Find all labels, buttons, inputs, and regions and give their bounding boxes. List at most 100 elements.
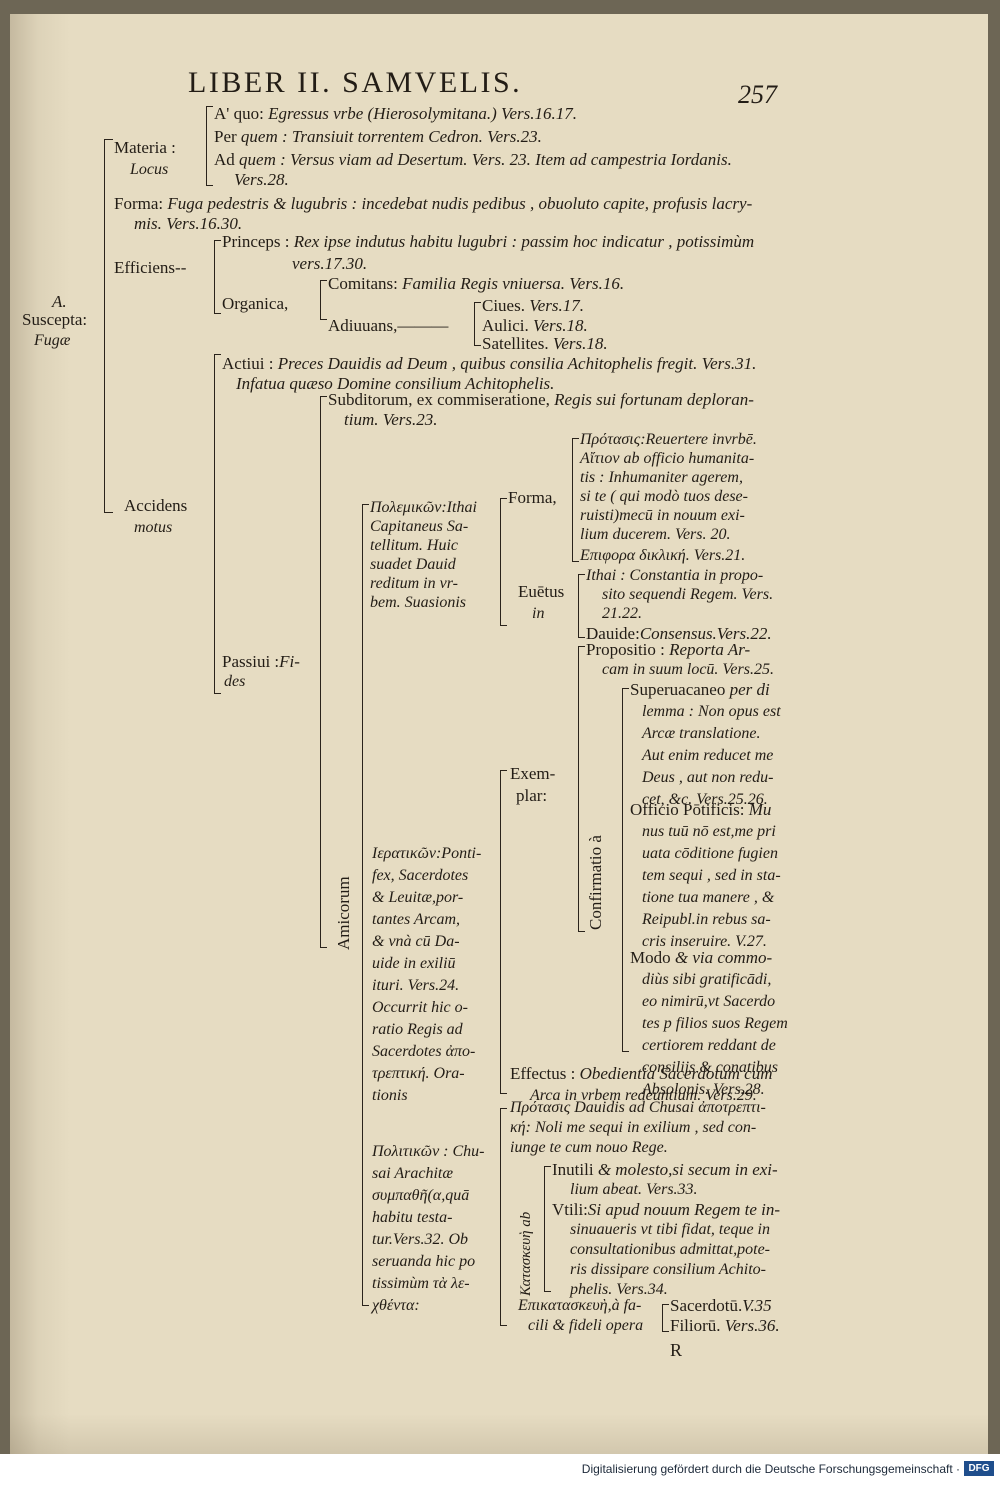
vtili-line: ris dissipare consilium Achito- [570, 1261, 766, 1278]
section-letter: A. [52, 292, 67, 311]
epikataskeue-brace [662, 1304, 669, 1332]
hieratikon-line: τρεπτική. Ora- [372, 1065, 465, 1082]
subditorum-line: Subditorum, ex commiseratione, Regis sui… [328, 390, 754, 409]
protasis2-line: iunge te cum nouo Rege. [510, 1139, 668, 1156]
propositio-line-2: cam in suum locū. Vers.25. [602, 661, 774, 678]
aulici-line: Aulici. Vers.18. [482, 316, 588, 335]
polemikon-line: suadet Dauid [370, 556, 456, 573]
politikon-line: seruanda hic po [372, 1253, 476, 1270]
protasis2-line: κή: Noli me sequi in exilium , sed con- [510, 1119, 757, 1136]
accidens-label: Accidens [124, 496, 188, 515]
modo-line: consilijs & conatibus [642, 1059, 778, 1076]
euetus-label: Euētus [518, 582, 565, 601]
effectus-line: Effectus : Obedientia Sacerdotum cum [510, 1064, 773, 1083]
vtili-line: sinuaueris vt tibi fidat, teque in [570, 1221, 770, 1238]
politikon-brace [500, 1108, 507, 1326]
politikon-line: συμπαθῆ(α,quā [372, 1187, 470, 1204]
protasis-line: tis : Inhumaniter agerem, [580, 469, 743, 486]
officio-line: tem sequi , sed in sta- [642, 867, 781, 884]
protasis-line: ruisti)mecū in nouum exi- [580, 507, 745, 524]
hieratikon-line: tantes Arcam, [372, 911, 460, 928]
ciues-line: Ciues. Vers.17. [482, 296, 585, 315]
superuacaneo-line: lemma : Non opus est [642, 703, 781, 720]
protasis-line: Αἴτιον ab officio humanita- [580, 450, 755, 467]
fugae-label: Fugæ [34, 332, 71, 349]
officio-line: Reipubl.in rebus sa- [642, 911, 771, 928]
page-number: 257 [738, 80, 777, 109]
politikon-line: Πολιτικῶν : Chu- [372, 1143, 485, 1160]
confirmatio-label: Confirmatio à [586, 835, 605, 930]
footer-credit: Digitalisierung gefördert durch die Deut… [581, 1462, 960, 1476]
materia-label: Materia : [114, 138, 176, 157]
organica-label: Organica, [222, 294, 289, 313]
polemikon-line: bem. Suasionis [370, 594, 466, 611]
kataskeue-label: Κατασκευὴ ab [518, 1211, 534, 1296]
hieratikon-line: ratio Regis ad [372, 1021, 463, 1038]
hieratikon-line: Sacerdotes ἀπο- [372, 1043, 476, 1060]
suscepta-label: Suscepta: [22, 310, 88, 329]
inutili-line-2: lium abeat. Vers.33. [570, 1181, 698, 1198]
protasis-line: si te ( qui modò tuos dese- [580, 488, 748, 505]
dauide-line: Dauide:Consensus.Vers.22. [586, 624, 772, 643]
confirmatio-brace [622, 688, 629, 1052]
epikataskeue-line-2: cili & fideli opera [528, 1317, 644, 1334]
ad-quem-line-2: Vers.28. [234, 170, 289, 189]
fides-brace [320, 396, 327, 948]
locus-label: Locus [130, 161, 169, 178]
amicorum-brace [362, 504, 369, 1306]
forma-line-2: mis. Vers.16.30. [134, 214, 243, 233]
accidens-brace [214, 354, 221, 694]
per-quem-line: Per quem : Transiuit torrentem Cedron. V… [214, 127, 542, 146]
officio-line: nus tuū nō est,me pri [642, 823, 776, 840]
footer-bar: Digitalisierung gefördert durch die Deut… [0, 1454, 1000, 1485]
hieratikon-line: ituri. Vers.24. [372, 977, 460, 994]
superuacaneo-line: Superuacaneo per di [630, 680, 770, 699]
passiui-des: des [224, 673, 246, 690]
hieratikon-line: Occurrit hic o- [372, 999, 468, 1016]
protasis2-line: Πρότασις Dauidis ad Chusai ἀποτρεπτι- [510, 1099, 766, 1116]
forma2-label: Forma, [508, 488, 557, 507]
modo-line: Absolonis. Vers.28. [642, 1081, 765, 1098]
superuacaneo-line: Deus , aut non redu- [642, 769, 774, 786]
comitans-line: Comitans: Familia Regis vniuersa. Vers.1… [328, 274, 625, 293]
filioru-line: Filiorū. Vers.36. [670, 1316, 780, 1335]
forma2-brace [572, 438, 579, 562]
vtili-line: consultationibus admittat,pote- [570, 1241, 770, 1258]
superuacaneo-line: cet, &c. Vers.25.26. [642, 791, 768, 808]
satellites-line: Satellites. Vers.18. [482, 334, 608, 353]
protasis-line: lium ducerem. Vers. 20. [580, 526, 731, 543]
politikon-line: tur.Vers.32. Ob [372, 1231, 469, 1248]
ithai-line: 21.22. [602, 605, 642, 622]
polemikon-line: Capitaneus Sa- [370, 518, 469, 535]
polemikon-line: Πολεμικῶν:Ithai [370, 499, 477, 516]
amicorum-label: Amicorum [334, 876, 353, 950]
politikon-line: habitu testa- [372, 1209, 453, 1226]
officio-line: tione tua manere , & [642, 889, 775, 906]
actiui-line-2: Infatua quæso Domine consilium Achitophe… [236, 374, 555, 393]
princeps-line: Princeps : Rex ipse indutus habitu lugub… [222, 232, 755, 251]
motus-label: motus [134, 519, 173, 536]
officio-line: Officio Pōtificis: Mu [630, 800, 772, 819]
efficiens-label: Efficiens-- [114, 258, 187, 277]
materia-brace [206, 106, 213, 186]
polemikon-line: tellitum. Huic [370, 537, 458, 554]
efficiens-brace [214, 240, 221, 314]
inutili-line: Inutili & molesto,si secum in exi- [552, 1160, 778, 1179]
hieratikon-line: uide in exiliū [372, 955, 456, 972]
subditorum-line-2: tium. Vers.23. [344, 410, 438, 429]
kataskeue-brace [544, 1166, 551, 1292]
modo-line: eo nimirū,vt Sacerdo [642, 993, 776, 1010]
ithai-line: sito sequendi Regem. Vers. [602, 586, 774, 603]
propositio-line: Propositio : Reporta Ar- [586, 640, 751, 659]
organica-brace [320, 280, 327, 320]
ithai-line: Ithai : Constantia in propo- [586, 567, 764, 584]
superuacaneo-line: Aut enim reducet me [642, 747, 774, 764]
forma-line: Forma: Fuga pedestris & lugubris : inced… [114, 194, 753, 213]
hieratikon-line: fex, Sacerdotes [372, 867, 469, 884]
modo-line: certiorem reddant de [642, 1037, 776, 1054]
hieratikon-line: & Leuitæ,por- [372, 889, 464, 906]
catchword: R [670, 1340, 683, 1360]
officio-line: cris inseruire. V.27. [642, 933, 767, 950]
epikataskeue-line: Επικατασκευὴ,à fa- [518, 1297, 642, 1314]
sacerdotu-line: Sacerdotū.V.35 [670, 1296, 772, 1315]
